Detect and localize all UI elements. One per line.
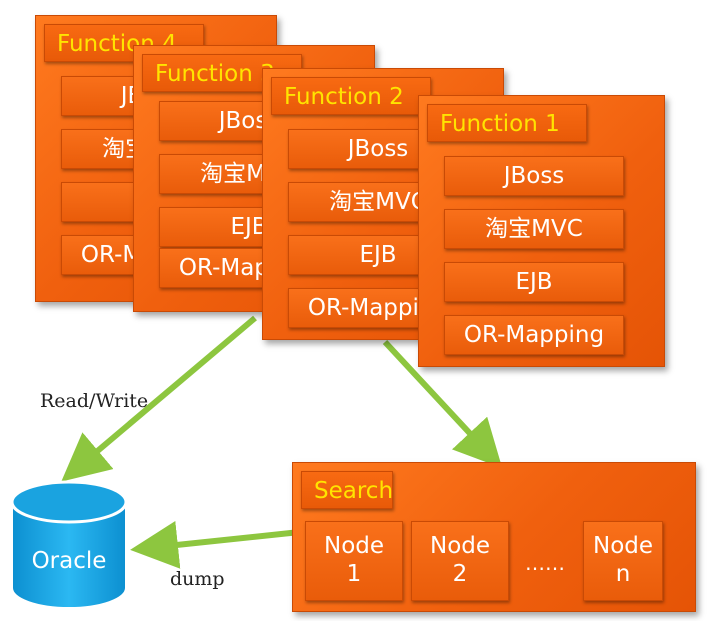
dump-arrow xyxy=(130,520,301,569)
function-2-title: Function 2 xyxy=(271,77,431,115)
read-write-label: Read/Write xyxy=(40,390,149,412)
function-1-jboss: JBoss xyxy=(444,156,624,196)
search-panel: Search Node 1 Node 2 …… Node n xyxy=(292,462,696,612)
function-1-mvc: 淘宝MVC xyxy=(444,209,624,249)
search-node-2: Node 2 xyxy=(411,521,509,601)
node-n-number: n xyxy=(615,561,631,587)
search-title: Search xyxy=(301,471,393,509)
node-2-number: 2 xyxy=(452,561,468,587)
oracle-database-icon xyxy=(10,480,128,609)
oracle-label: Oracle xyxy=(31,548,107,574)
dump-label: dump xyxy=(170,568,225,590)
node-1-label: Node xyxy=(323,533,385,559)
node-n-label: Node xyxy=(592,533,654,559)
function-1-title: Function 1 xyxy=(427,104,587,142)
node-ellipsis: …… xyxy=(525,551,565,575)
function-1-ormapping: OR-Mapping xyxy=(444,315,624,355)
search-node-n: Node n xyxy=(583,521,663,601)
search-node-1: Node 1 xyxy=(305,521,403,601)
function-1-ejb: EJB xyxy=(444,262,624,302)
node-2-label: Node xyxy=(429,533,491,559)
function-1-panel: Function 1 JBoss 淘宝MVC EJB OR-Mapping xyxy=(418,95,665,367)
node-1-number: 1 xyxy=(346,561,362,587)
read-write-arrow xyxy=(61,315,257,482)
search-arrow xyxy=(382,339,503,469)
